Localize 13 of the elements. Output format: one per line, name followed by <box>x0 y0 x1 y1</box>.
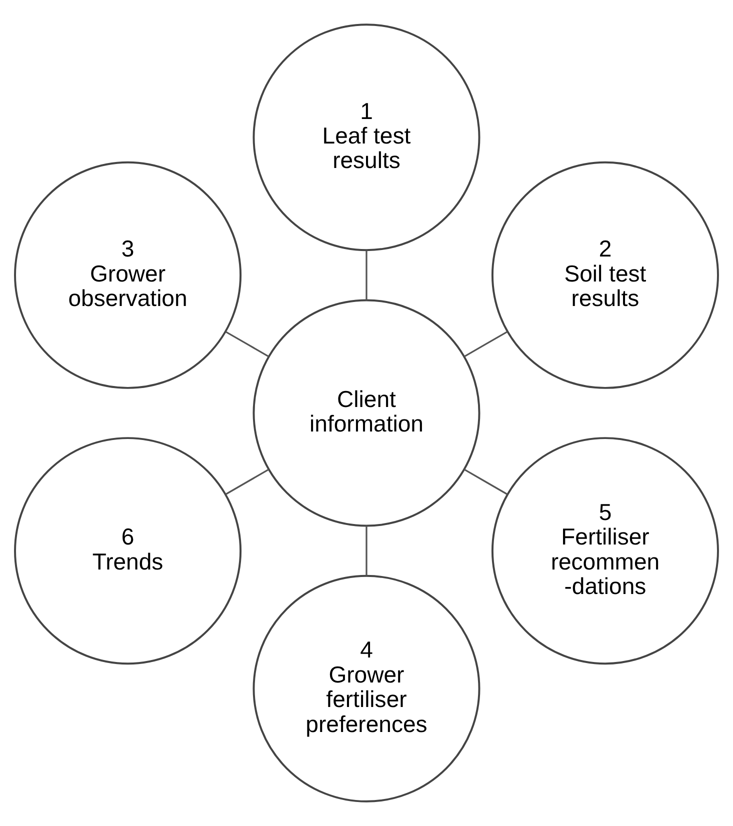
connector <box>464 331 508 358</box>
node-circle: 5 Fertiliser recommen -dations <box>491 437 719 665</box>
connector <box>366 526 368 576</box>
node-circle: 2 Soil test results <box>491 161 719 389</box>
node-circle: 1 Leaf test results <box>252 24 480 252</box>
node-circle: Client information <box>252 299 480 527</box>
node-circle: 4 Grower fertiliser preferences <box>252 574 480 802</box>
connector <box>225 468 270 495</box>
node-circle: 6 Trends <box>14 437 242 665</box>
connector <box>464 468 508 495</box>
node-circle: 3 Grower observation <box>14 161 242 389</box>
connector <box>366 250 368 300</box>
connector <box>225 331 270 358</box>
